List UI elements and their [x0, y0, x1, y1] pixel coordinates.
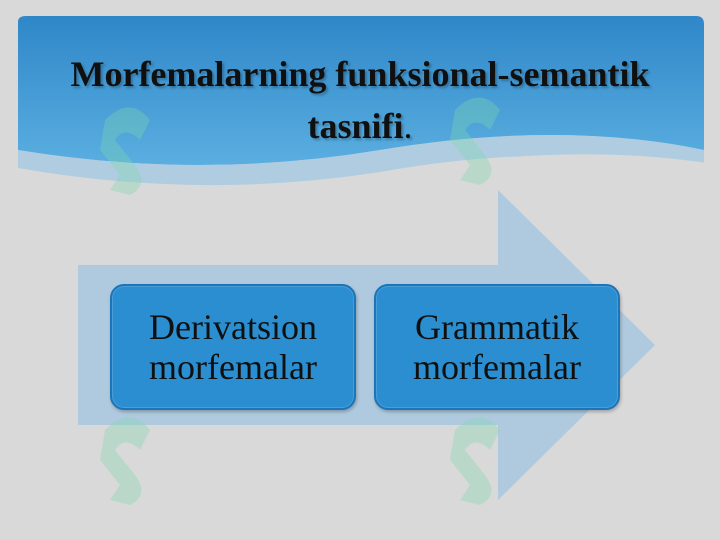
header-blue-shape: [18, 16, 704, 165]
box-line-1: Derivatsion: [149, 307, 317, 347]
arrow-shape: [78, 190, 655, 500]
header-wave: [18, 135, 704, 186]
box-line-2: morfemalar: [413, 347, 581, 387]
slide-title-text: Morfemalarning funksional-semantik tasni…: [70, 54, 650, 146]
header-wave-light: [0, 154, 720, 205]
derivational-morphemes-box: Derivatsion morfemalar: [110, 284, 356, 410]
box-line-2: morfemalar: [149, 347, 317, 387]
grammatical-morphemes-box: Grammatik morfemalar: [374, 284, 620, 410]
slide-title-dot: .: [403, 106, 413, 146]
box-line-1: Grammatik: [415, 307, 579, 347]
header-banner: [0, 16, 720, 205]
slide-title: Morfemalarning funksional-semantik tasni…: [40, 48, 680, 152]
